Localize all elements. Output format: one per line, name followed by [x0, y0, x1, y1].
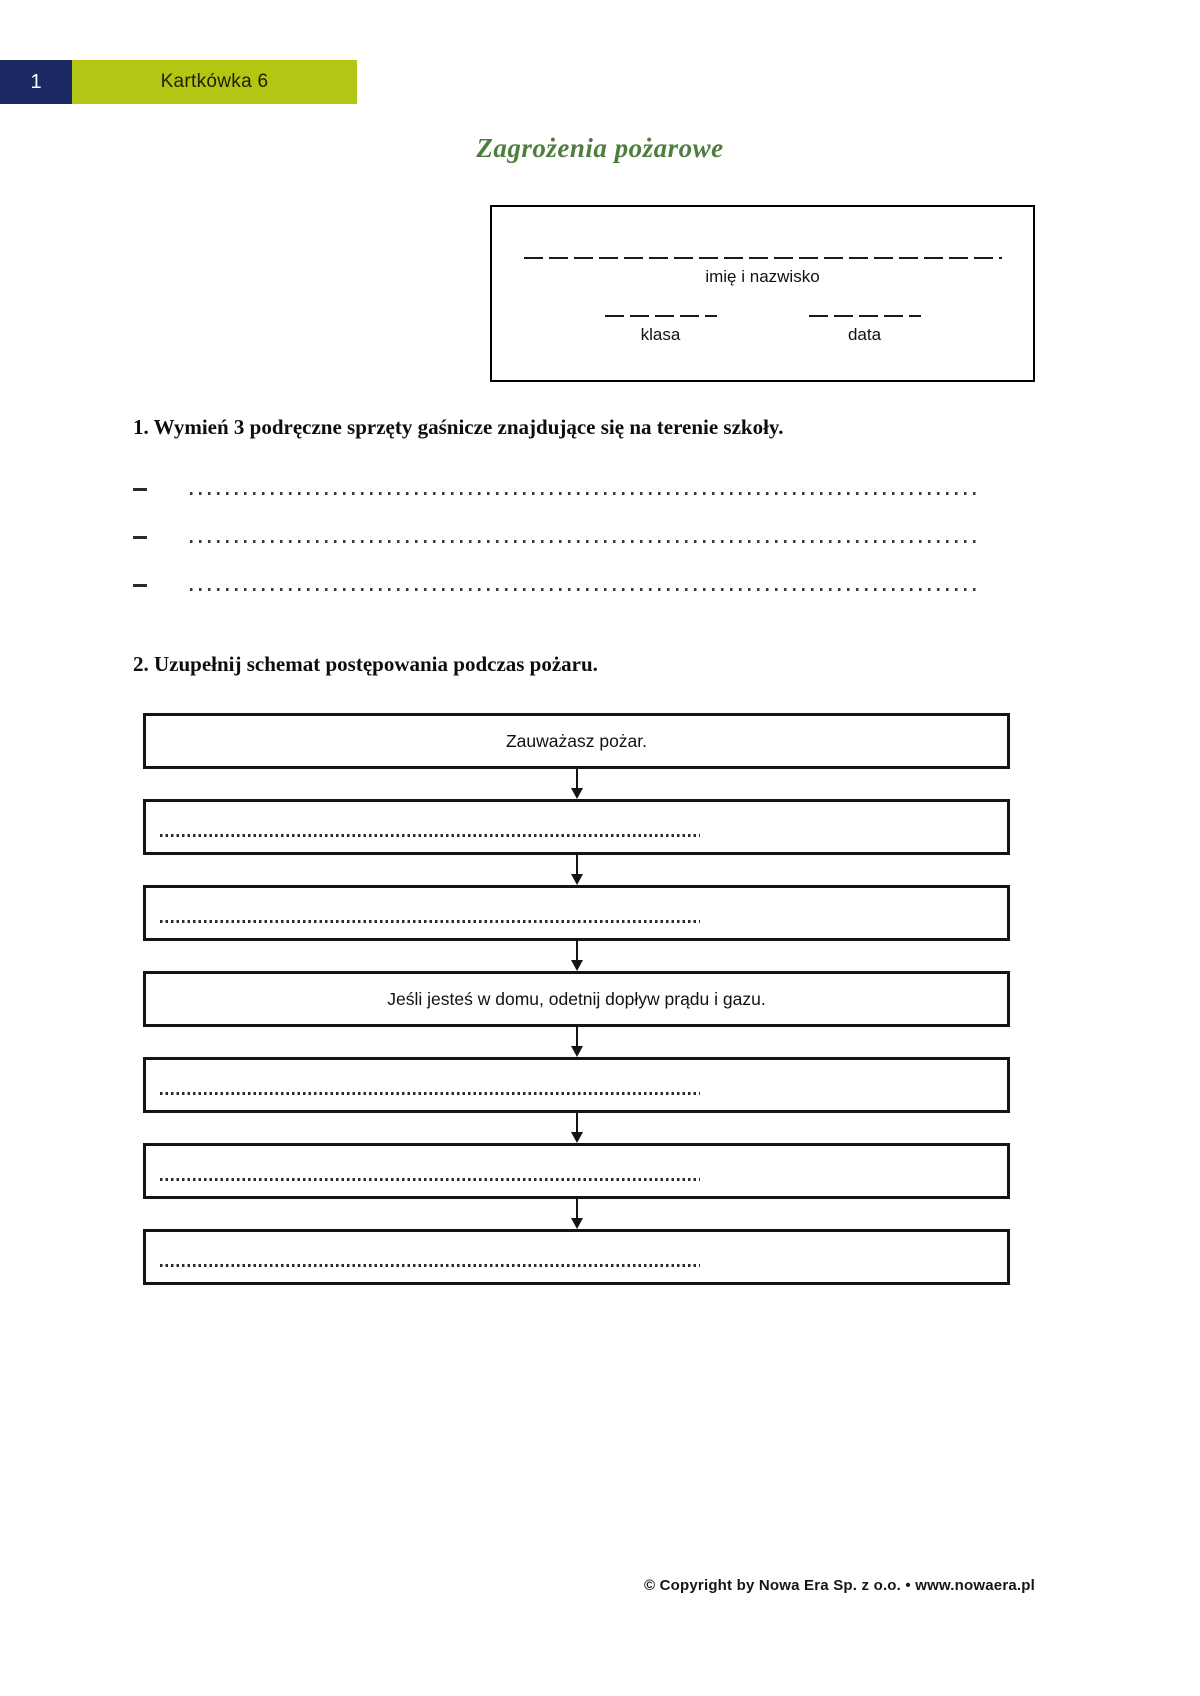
header-strip: 1 Kartkówka 6 — [0, 60, 357, 104]
class-field-label: klasa — [640, 325, 681, 344]
class-blank-line — [604, 315, 717, 317]
dotted-blank — [160, 920, 700, 923]
dotted-blank — [190, 540, 978, 543]
flowchart-step-2-blank — [143, 799, 1010, 855]
down-arrow-icon — [143, 1199, 1010, 1229]
flowchart-step-7-blank — [143, 1229, 1010, 1285]
bullet-dash — [133, 584, 147, 587]
answer-line-3 — [133, 580, 978, 594]
question-1-text: 1. Wymień 3 podręczne sprzęty gaśnicze z… — [133, 415, 784, 439]
class-date-row: klasa data — [492, 315, 1033, 345]
down-arrow-icon — [143, 1027, 1010, 1057]
class-field: klasa — [604, 315, 717, 345]
dotted-blank — [160, 834, 700, 837]
bullet-dash — [133, 536, 147, 539]
page-title: Zagrożenia pożarowe — [476, 133, 724, 163]
bullet-dash — [133, 488, 147, 491]
dotted-blank — [160, 1092, 700, 1095]
question-2-text: 2. Uzupełnij schemat postępowania podcza… — [133, 652, 598, 676]
date-field-label: data — [847, 325, 882, 344]
fire-procedure-flowchart: Zauważasz pożar. Jeśli jesteś w domu, od… — [143, 713, 1010, 1285]
worksheet-label: Kartkówka 6 — [72, 60, 357, 104]
down-arrow-icon — [143, 769, 1010, 799]
date-field: data — [808, 315, 921, 345]
dotted-blank — [190, 492, 978, 495]
flowchart-step-5-blank — [143, 1057, 1010, 1113]
name-field-label: imię i nazwisko — [705, 267, 820, 286]
flowchart-step-1: Zauważasz pożar. — [143, 713, 1010, 769]
down-arrow-icon — [143, 1113, 1010, 1143]
name-class-date-box: imię i nazwisko klasa data — [490, 205, 1035, 382]
down-arrow-icon — [143, 855, 1010, 885]
copyright-footer: © Copyright by Nowa Era Sp. z o.o. • www… — [644, 1577, 1035, 1594]
flowchart-step-6-blank — [143, 1143, 1010, 1199]
date-blank-line — [808, 315, 921, 317]
name-blank-line — [523, 257, 1002, 259]
page-number-badge: 1 — [0, 60, 72, 104]
dotted-blank — [160, 1264, 700, 1267]
flowchart-step-4: Jeśli jesteś w domu, odetnij dopływ prąd… — [143, 971, 1010, 1027]
answer-line-2 — [133, 532, 978, 546]
dotted-blank — [190, 588, 978, 591]
dotted-blank — [160, 1178, 700, 1181]
flowchart-step-3-blank — [143, 885, 1010, 941]
down-arrow-icon — [143, 941, 1010, 971]
answer-line-1 — [133, 484, 978, 498]
